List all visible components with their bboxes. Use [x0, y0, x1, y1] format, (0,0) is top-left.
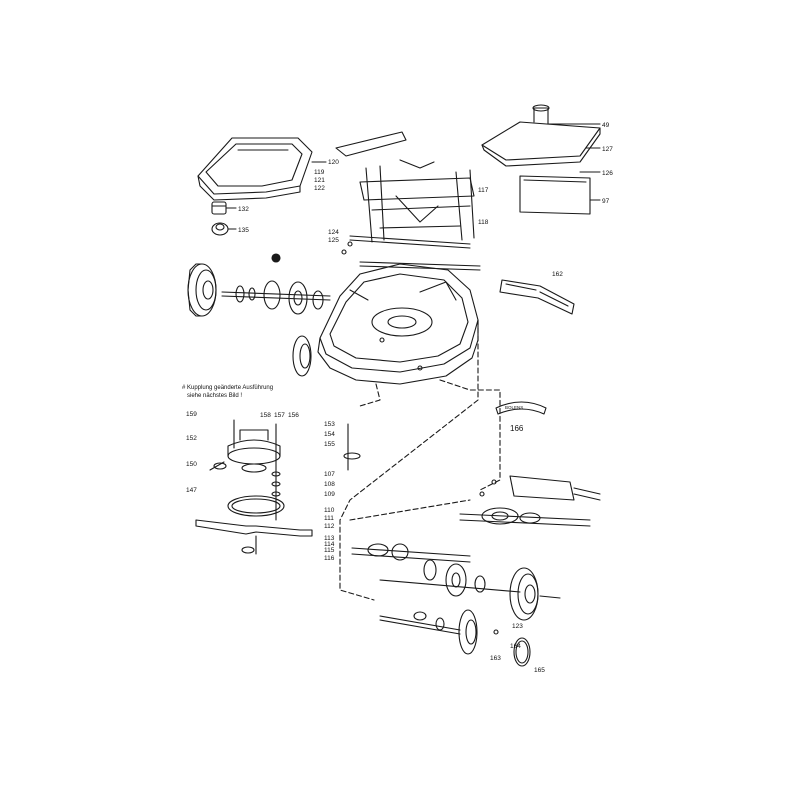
callout-wheel-small-a: 164 [510, 643, 521, 650]
spare-ring [513, 637, 531, 667]
callout-top-cover-c: 126 [602, 170, 613, 177]
handle-frame [335, 131, 475, 243]
brand-badge [495, 401, 547, 415]
callout-strip: 162 [552, 271, 563, 278]
callout-blade-b: 111 [324, 515, 334, 522]
callout-clutch-a: 159 [186, 411, 197, 418]
callout-shaft-e: 108 [324, 481, 335, 488]
gear-train [351, 543, 521, 597]
callout-clutch-c: 150 [186, 461, 197, 468]
callout-clutch-d: 147 [186, 487, 197, 494]
clutch-assembly [209, 419, 281, 473]
callout-wheel-small-b: 163 [490, 655, 501, 662]
callout-shaft-c: 155 [324, 441, 335, 448]
callout-frame-e: 122 [314, 185, 325, 192]
callout-ring: 165 [534, 667, 545, 674]
deco-strip [499, 279, 575, 315]
callout-blade-g: 116 [324, 555, 335, 562]
callout-knob-a: 132 [238, 206, 249, 213]
callout-frame-c: 119 [314, 169, 325, 176]
callout-shaft-a: 153 [324, 421, 335, 428]
front-right-wheel [379, 609, 478, 655]
callout-top-cover-b: 127 [602, 146, 613, 153]
grass-catcher-bag [197, 137, 313, 201]
left-rear-wheel [187, 263, 217, 317]
callout-blade-c: 112 [324, 523, 335, 530]
callout-top-cover-a: 49 [602, 122, 610, 129]
right-rear-wheel [509, 567, 561, 621]
clutch-note: # Kupplung geänderte Ausführung siehe nä… [182, 384, 273, 400]
adjust-rods [349, 235, 481, 271]
callout-blade-e: 114 [324, 541, 335, 548]
rear-drive-housing [459, 475, 601, 527]
callout-knob-b: 135 [238, 227, 249, 234]
center-shaft-parts [271, 423, 361, 521]
callout-blade-d: 113 [324, 535, 335, 542]
callout-clutch-b: 152 [186, 435, 197, 442]
top-cover-plate [481, 104, 601, 173]
callout-badge: 166 [510, 424, 524, 433]
clutch-note-line-1: # Kupplung geänderte Ausführung [182, 385, 274, 391]
knob-part [211, 201, 237, 215]
callout-pin-b: 125 [328, 237, 339, 244]
callout-side-panel: 97 [602, 198, 610, 205]
callout-shaft-b: 154 [324, 431, 335, 438]
callout-clutch-g: 156 [288, 412, 299, 419]
small-fasteners [341, 241, 499, 635]
clutch-note-line-2: siehe nächstes Bild ! [187, 393, 243, 399]
left-axle-assembly [221, 253, 331, 315]
callout-clutch-e: 158 [260, 412, 271, 419]
front-left-wheel [292, 335, 312, 377]
assembly-guide-lines [339, 319, 501, 601]
callout-frame-b: 118 [478, 219, 489, 226]
callout-shaft-f: 109 [324, 491, 335, 498]
callout-wheel-rear-a: 123 [512, 623, 523, 630]
callout-blade-f: 115 [324, 547, 335, 554]
side-panel [519, 175, 601, 215]
callout-grass-bag: 120 [328, 159, 339, 166]
knob-round-part [211, 222, 237, 236]
callout-frame-a: 117 [478, 187, 489, 194]
callout-shaft-d: 107 [324, 471, 335, 478]
cutting-blade [195, 519, 313, 555]
mower-deck [317, 263, 479, 385]
callout-pin-a: 124 [328, 229, 339, 236]
drive-belt [227, 495, 285, 517]
callout-clutch-f: 157 [274, 412, 285, 419]
callout-frame-d: 121 [314, 177, 325, 184]
badge-text: BOLENS [505, 405, 523, 410]
callout-blade-a: 110 [324, 507, 335, 514]
